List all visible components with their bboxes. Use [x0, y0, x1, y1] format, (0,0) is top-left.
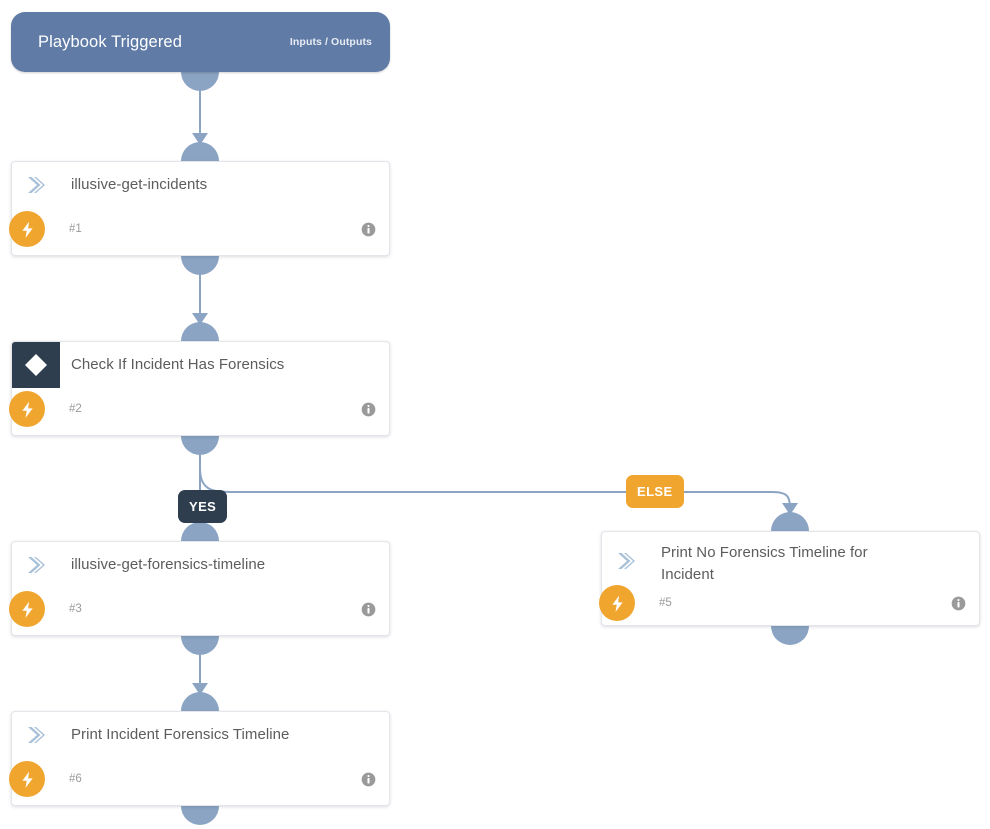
info-icon[interactable] [361, 402, 376, 417]
chevron-right-icon [602, 532, 650, 590]
node-header: illusive-get-forensics-timeline [12, 542, 389, 588]
node-footer: #3 [9, 588, 389, 630]
node-title: illusive-get-forensics-timeline [71, 556, 266, 573]
task-node-5[interactable]: Print No Forensics Timeline for Incident… [599, 531, 980, 626]
handle-out-n2 [181, 436, 219, 455]
task-node-6[interactable]: Print Incident Forensics Timeline #6 [9, 711, 390, 806]
condition-node-2[interactable]: Check If Incident Has Forensics #2 [9, 341, 390, 436]
handle-out-n1 [181, 256, 219, 275]
node-number: #5 [659, 597, 672, 609]
node-header: illusive-get-incidents [12, 162, 389, 208]
node-header: Check If Incident Has Forensics [12, 342, 389, 388]
node-footer: #1 [9, 208, 389, 250]
lightning-bolt-icon [599, 585, 635, 621]
handle-in-n6 [181, 692, 219, 711]
node-title: Print No Forensics Timeline for Incident [661, 544, 868, 583]
inputs-outputs-link[interactable]: Inputs / Outputs [289, 36, 372, 48]
node-header: Print Incident Forensics Timeline [12, 712, 389, 758]
node-number: #2 [69, 403, 82, 415]
info-icon[interactable] [361, 772, 376, 787]
handle-out-n3 [181, 636, 219, 655]
handle-out-n5 [771, 626, 809, 645]
chevron-right-icon [12, 542, 60, 588]
node-title: Check If Incident Has Forensics [71, 356, 285, 373]
arrow-n1-to-n2 [192, 313, 208, 325]
handle-out-trigger [181, 72, 219, 91]
node-header: Print No Forensics Timeline for Incident [602, 532, 979, 590]
node-title: Print Incident Forensics Timeline [71, 726, 290, 743]
playbook-trigger-title: Playbook Triggered [38, 32, 182, 51]
handle-in-n2 [181, 322, 219, 341]
handle-out-n6 [181, 806, 219, 825]
lightning-bolt-icon [9, 211, 45, 247]
node-title: illusive-get-incidents [71, 176, 208, 193]
handle-in-n1 [181, 142, 219, 161]
handle-in-n3 [181, 522, 219, 541]
info-icon[interactable] [361, 222, 376, 237]
lightning-bolt-icon [9, 761, 45, 797]
chevron-right-icon [12, 712, 60, 758]
diamond-condition-icon [12, 342, 60, 388]
task-node-1[interactable]: illusive-get-incidents #1 [9, 161, 390, 256]
branch-label-else[interactable]: ELSE [626, 475, 684, 508]
arrow-else-to-n5 [782, 503, 798, 515]
info-icon[interactable] [361, 602, 376, 617]
node-number: #3 [69, 603, 82, 615]
lightning-bolt-icon [9, 591, 45, 627]
arrow-trigger-to-n1 [192, 133, 208, 145]
node-footer: #2 [9, 388, 389, 430]
chevron-right-icon [12, 162, 60, 208]
branch-label-yes[interactable]: YES [178, 490, 228, 523]
node-footer: #5 [599, 585, 979, 621]
handle-in-n5 [771, 512, 809, 531]
lightning-bolt-icon [9, 391, 45, 427]
node-number: #6 [69, 773, 82, 785]
playbook-trigger-bar[interactable]: Playbook Triggered Inputs / Outputs [11, 12, 390, 72]
node-footer: #6 [9, 758, 389, 800]
task-node-3[interactable]: illusive-get-forensics-timeline #3 [9, 541, 390, 636]
arrow-n3-to-n6 [192, 683, 208, 695]
node-number: #1 [69, 223, 82, 235]
info-icon[interactable] [951, 596, 966, 611]
